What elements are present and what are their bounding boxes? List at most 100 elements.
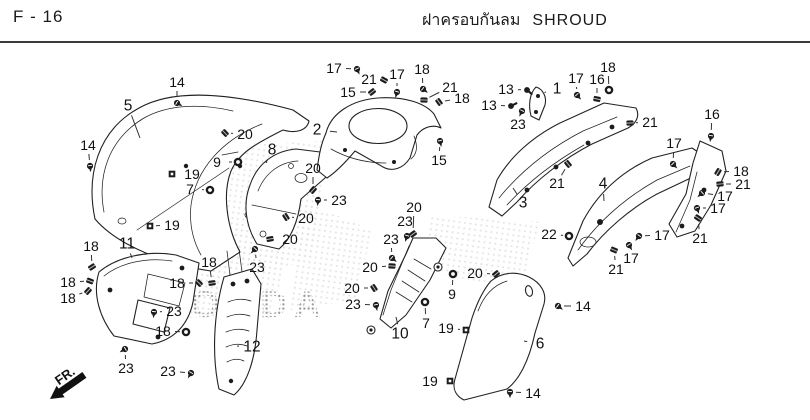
bolt-icon xyxy=(507,100,519,110)
callout-13: 13 xyxy=(481,97,519,113)
page-title: ฝาครอบกันลม SHROUD xyxy=(422,8,608,33)
callout-number: 14 xyxy=(575,298,591,314)
clip-icon xyxy=(625,119,635,127)
callout-16: 16 xyxy=(589,71,605,103)
part-label-10: 10 xyxy=(391,316,409,343)
screw-icon xyxy=(184,368,196,381)
callout-number: 20 xyxy=(406,199,422,215)
page-title-en: SHROUD xyxy=(532,12,608,29)
callout-number: 13 xyxy=(498,81,514,97)
callout-18: 18 xyxy=(155,323,191,339)
callout-17: 17 xyxy=(692,200,726,216)
screw-icon xyxy=(418,84,431,96)
callout-18: 18 xyxy=(414,61,431,96)
callout-17: 17 xyxy=(623,240,639,266)
part-12-louver-panel xyxy=(214,248,262,396)
callout-number: 21 xyxy=(361,71,377,87)
page-title-thai: ฝาครอบกันลม xyxy=(422,12,521,29)
screw-icon xyxy=(435,136,445,149)
callout-number: 14 xyxy=(169,74,185,90)
part-2-meter-visor xyxy=(316,97,442,179)
callout-23: 23 xyxy=(248,244,265,275)
callout-14: 14 xyxy=(506,385,541,401)
callout-number: 17 xyxy=(710,200,726,216)
callout-number: 16 xyxy=(589,71,605,87)
callout-number: 14 xyxy=(525,385,541,401)
screw-icon xyxy=(572,90,584,103)
callout-number: 20 xyxy=(298,210,314,226)
callout-number: 21 xyxy=(642,114,658,130)
callout-20: 20 xyxy=(265,231,298,247)
callout-23: 23 xyxy=(160,363,196,381)
clip-icon xyxy=(367,87,377,97)
callout-number: 21 xyxy=(692,230,708,246)
callout-20: 20 xyxy=(281,210,314,226)
part-10-duct-plate xyxy=(366,237,447,335)
callout-number: 17 xyxy=(568,70,584,86)
callout-number: 23 xyxy=(383,231,399,247)
callout-17: 17 xyxy=(568,70,584,103)
callout-number: 18 xyxy=(83,238,99,254)
callout-number: 18 xyxy=(414,61,430,77)
part-3-shroud-stay-upper xyxy=(488,102,639,217)
callout-number: 23 xyxy=(160,363,176,379)
callout-17: 17 xyxy=(632,227,670,244)
callout-19: 19 xyxy=(438,320,470,336)
callout-number: 17 xyxy=(623,250,639,266)
part-4-shroud-stay-lower xyxy=(567,140,727,267)
screw-icon xyxy=(117,344,130,356)
part-number: 12 xyxy=(243,339,260,356)
callout-number: 21 xyxy=(442,79,458,95)
clip-icon xyxy=(563,159,573,169)
callout-number: 18 xyxy=(60,290,76,306)
callout-number: 20 xyxy=(305,160,321,176)
callout-7: 7 xyxy=(420,297,430,331)
screw-icon xyxy=(86,162,95,173)
clip-icon xyxy=(207,279,217,287)
callout-17: 17 xyxy=(694,188,733,204)
part-number: 10 xyxy=(391,326,409,343)
callout-20: 20 xyxy=(344,280,379,296)
callout-number: 19 xyxy=(422,373,438,389)
callout-19: 19 xyxy=(422,373,454,389)
callout-number: 17 xyxy=(389,66,405,82)
callout-18: 18 xyxy=(600,59,616,95)
callout-23: 23 xyxy=(149,303,182,319)
callout-number: 21 xyxy=(549,175,565,191)
callout-23: 23 xyxy=(345,296,381,313)
callout-number: 19 xyxy=(164,217,180,233)
callout-number: 18 xyxy=(201,254,217,270)
callout-number: 20 xyxy=(282,231,298,247)
callout-21: 21 xyxy=(419,79,458,104)
callout-21: 21 xyxy=(692,213,708,246)
clip-icon xyxy=(87,262,97,272)
callout-20: 20 xyxy=(220,126,253,142)
callout-14: 14 xyxy=(553,298,591,314)
part-number: 6 xyxy=(536,336,545,353)
screw-icon xyxy=(371,300,381,313)
clip-icon xyxy=(379,75,389,85)
callout-20: 20 xyxy=(406,199,422,239)
callout-number: 21 xyxy=(735,176,751,192)
screw-icon xyxy=(506,388,514,399)
callout-number: 23 xyxy=(166,303,182,319)
callout-number: 9 xyxy=(448,286,456,302)
clip-icon xyxy=(83,286,93,296)
callout-number: 21 xyxy=(608,261,624,277)
callout-19: 19 xyxy=(168,166,200,182)
callout-19: 19 xyxy=(146,217,180,233)
clip-icon xyxy=(419,96,429,104)
clip19-icon xyxy=(168,170,176,178)
callout-number: 19 xyxy=(184,166,200,182)
callout-23: 23 xyxy=(510,106,527,132)
part-number: 2 xyxy=(313,122,322,139)
callout-number: 20 xyxy=(237,126,253,142)
callout-20: 20 xyxy=(467,265,501,281)
callout-17: 17 xyxy=(666,135,682,172)
callout-13: 13 xyxy=(498,81,535,97)
clip-icon xyxy=(369,283,379,293)
callout-21: 21 xyxy=(608,245,624,277)
callout-18: 18 xyxy=(83,238,99,272)
